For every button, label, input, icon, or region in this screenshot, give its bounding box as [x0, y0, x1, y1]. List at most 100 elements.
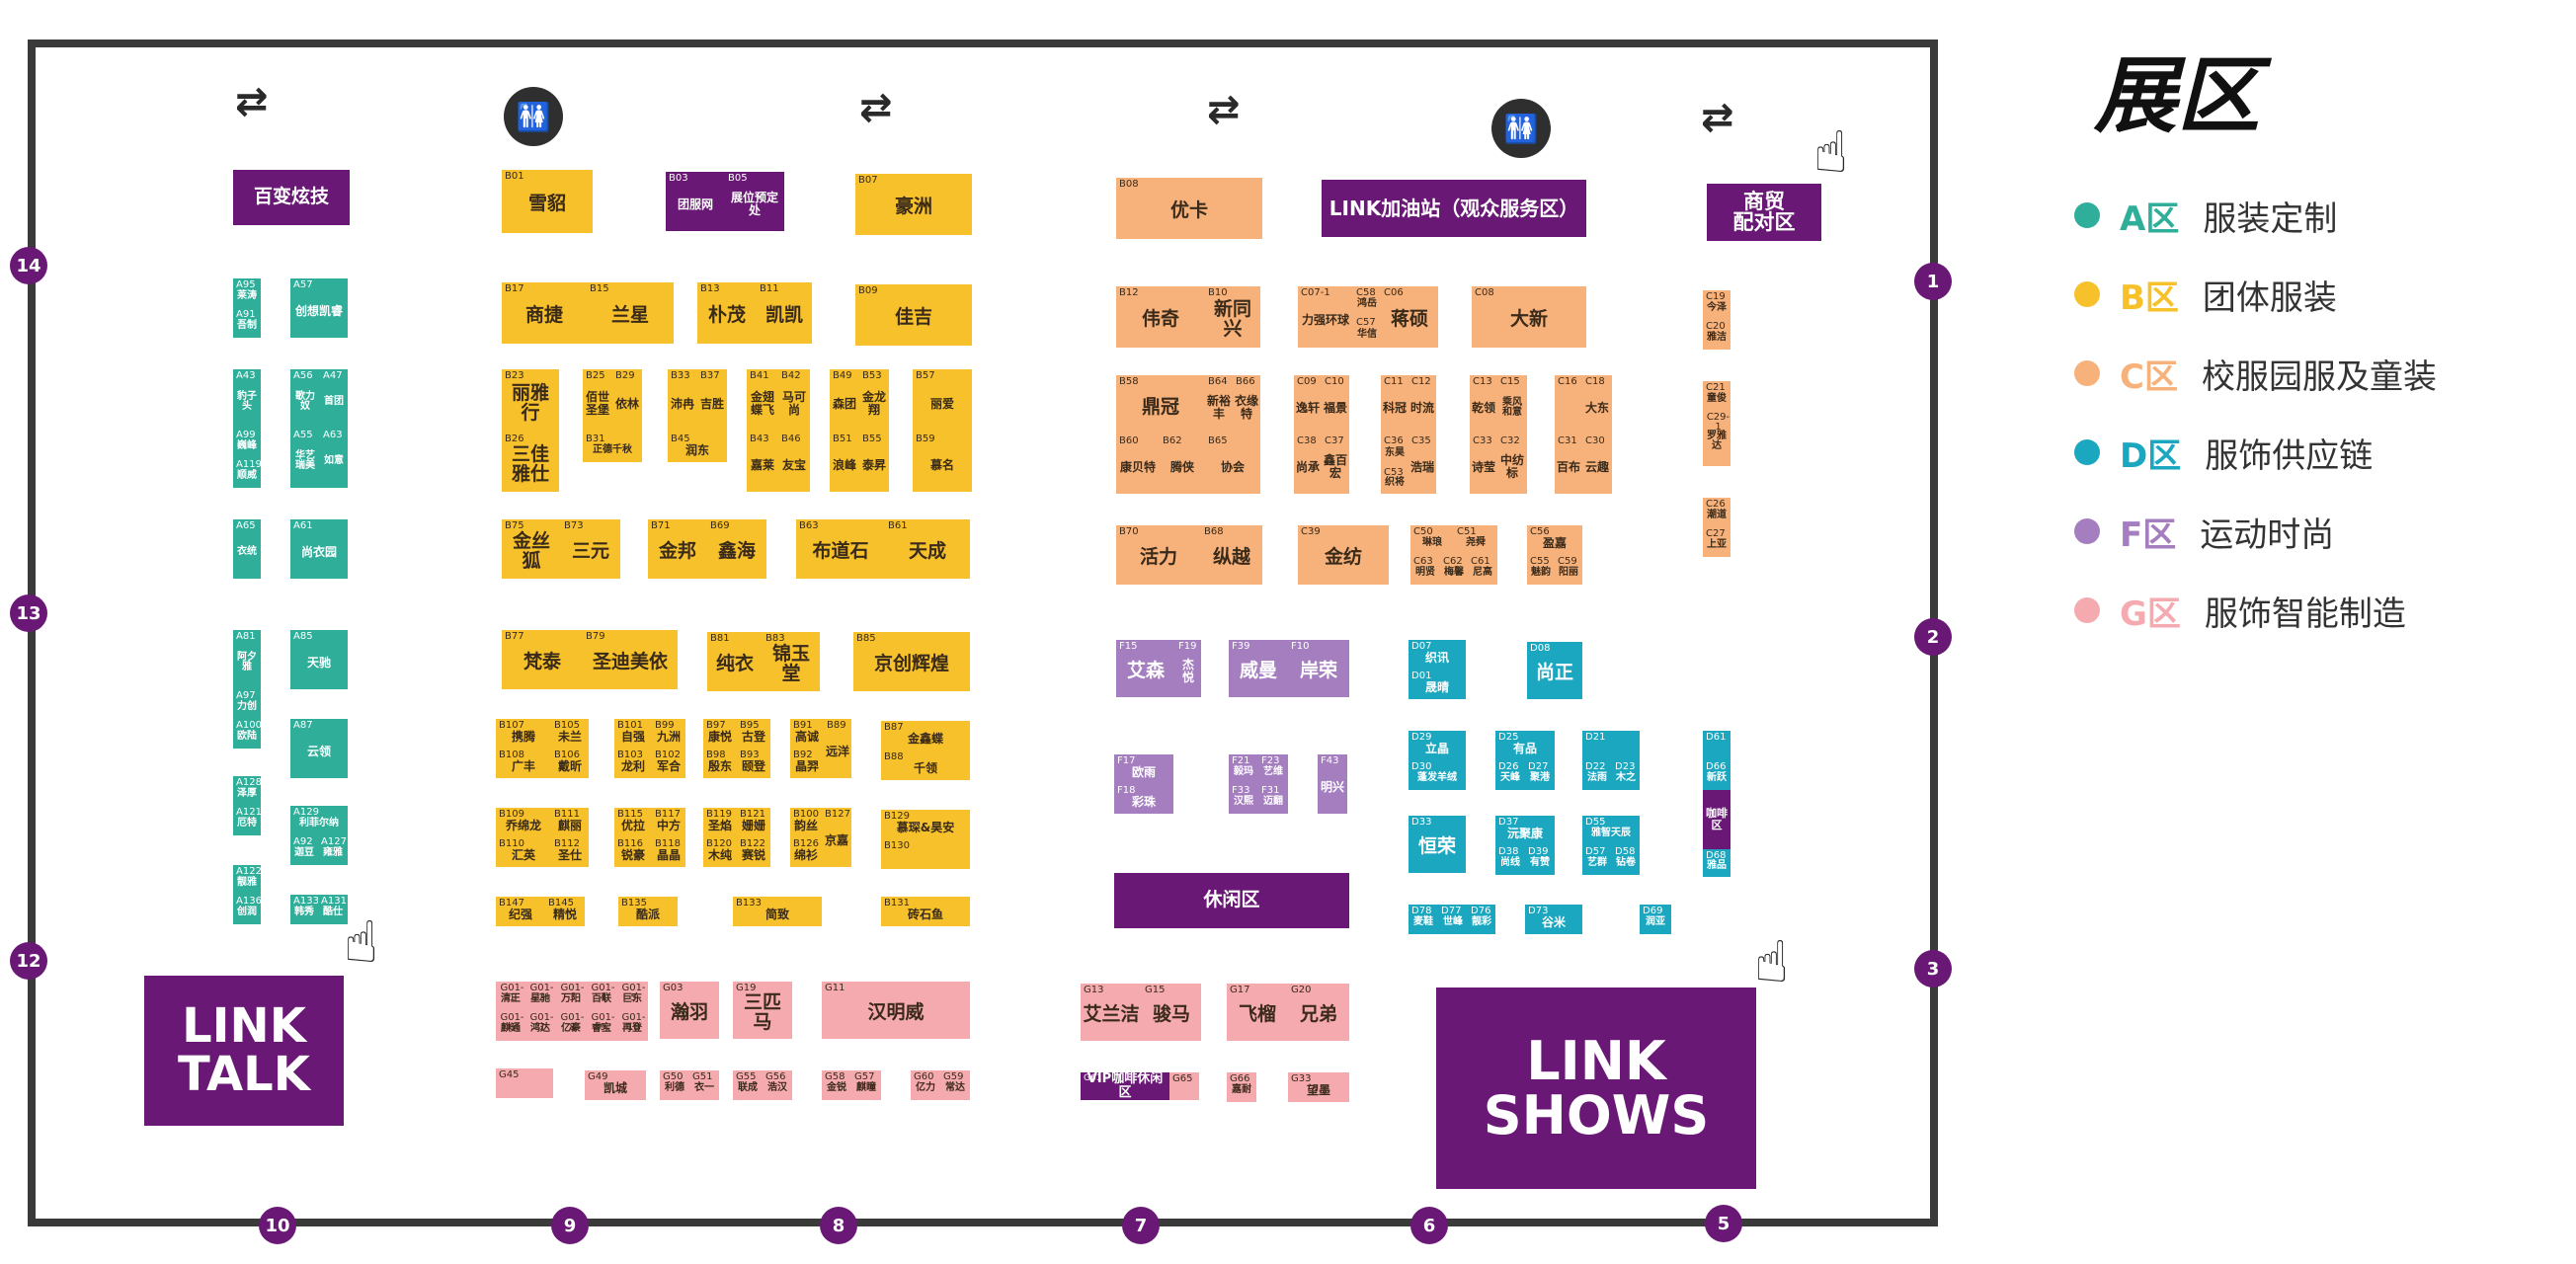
booth-d21[interactable]: D21 — [1582, 731, 1640, 760]
rest-area-zone[interactable]: 休闲区 — [1114, 873, 1349, 928]
booth-g45[interactable]: G45 — [496, 1068, 553, 1098]
booth-g65[interactable]: G65 — [1169, 1072, 1199, 1100]
